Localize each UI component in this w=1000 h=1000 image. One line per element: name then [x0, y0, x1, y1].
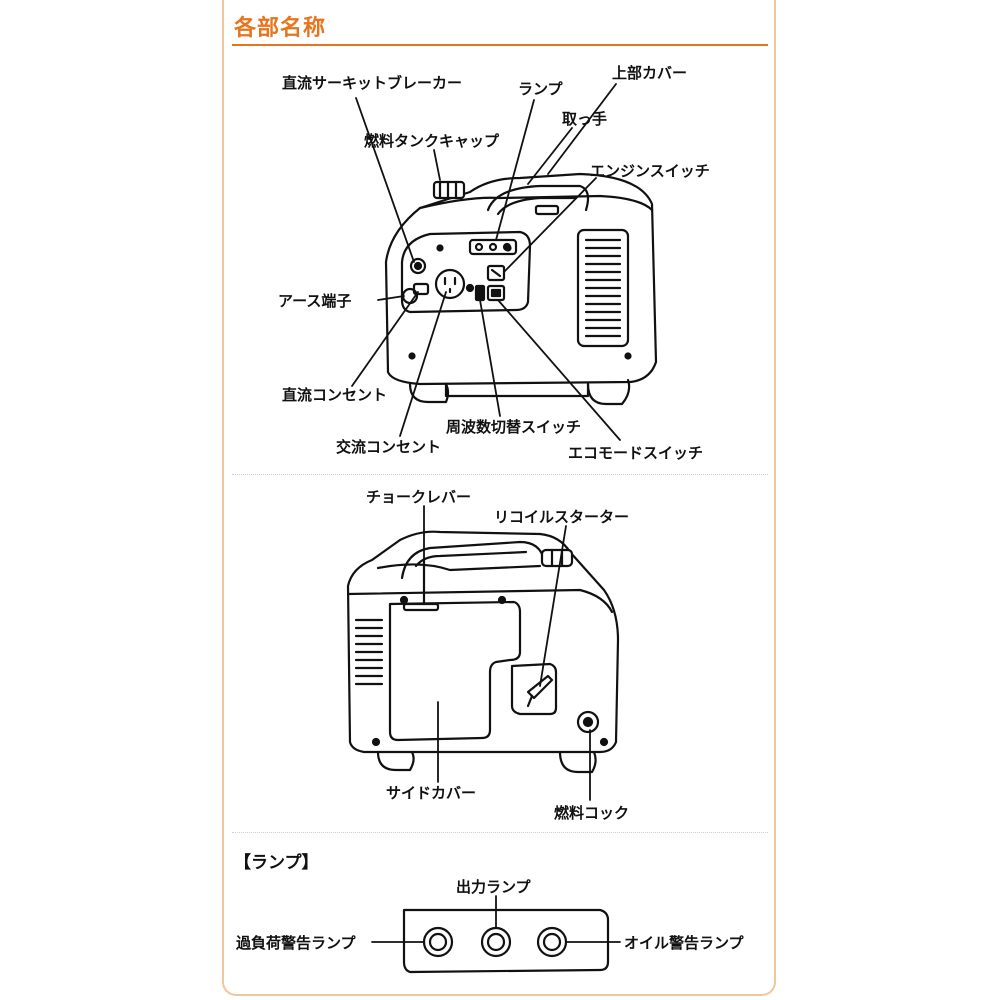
- label-choke-lever: チョークレバー: [366, 488, 472, 506]
- label-fuel-tank-cap: 燃料タンクキャップ: [364, 132, 500, 150]
- side-view-generator: [346, 530, 620, 774]
- label-ground-terminal: アース端子: [278, 292, 352, 310]
- label-output-lamp: 出力ランプ: [456, 878, 531, 896]
- divider-2: [232, 832, 768, 833]
- label-dc-outlet: 直流コンセント: [282, 386, 388, 404]
- label-lamp: ランプ: [518, 80, 563, 98]
- label-recoil-starter: リコイルスターター: [494, 508, 630, 526]
- label-side-cover: サイドカバー: [386, 784, 477, 802]
- label-oil-lamp: オイル警告ランプ: [624, 934, 744, 952]
- label-frequency-switch: 周波数切替スイッチ: [446, 418, 582, 436]
- label-dc-breaker: 直流サーキットブレーカー: [282, 74, 463, 92]
- label-handle: 取っ手: [562, 110, 608, 128]
- label-fuel-cock: 燃料コック: [554, 804, 630, 822]
- divider-1: [232, 474, 768, 475]
- label-engine-switch: エンジンスイッチ: [590, 162, 710, 180]
- label-eco-mode-switch: エコモードスイッチ: [568, 444, 704, 462]
- lamp-section-title: 【ランプ】: [234, 853, 319, 873]
- label-top-cover: 上部カバー: [612, 64, 688, 82]
- section-title-parts: 各部名称: [234, 16, 327, 41]
- label-overload-lamp: 過負荷警告ランプ: [236, 934, 356, 952]
- leader-lines: [351, 83, 621, 943]
- lamp-panel-illustration: [402, 908, 610, 974]
- label-ac-outlet: 交流コンセント: [336, 438, 442, 456]
- front-view-generator: [384, 172, 658, 406]
- content-frame: [222, 0, 776, 996]
- title-underline: [232, 44, 768, 46]
